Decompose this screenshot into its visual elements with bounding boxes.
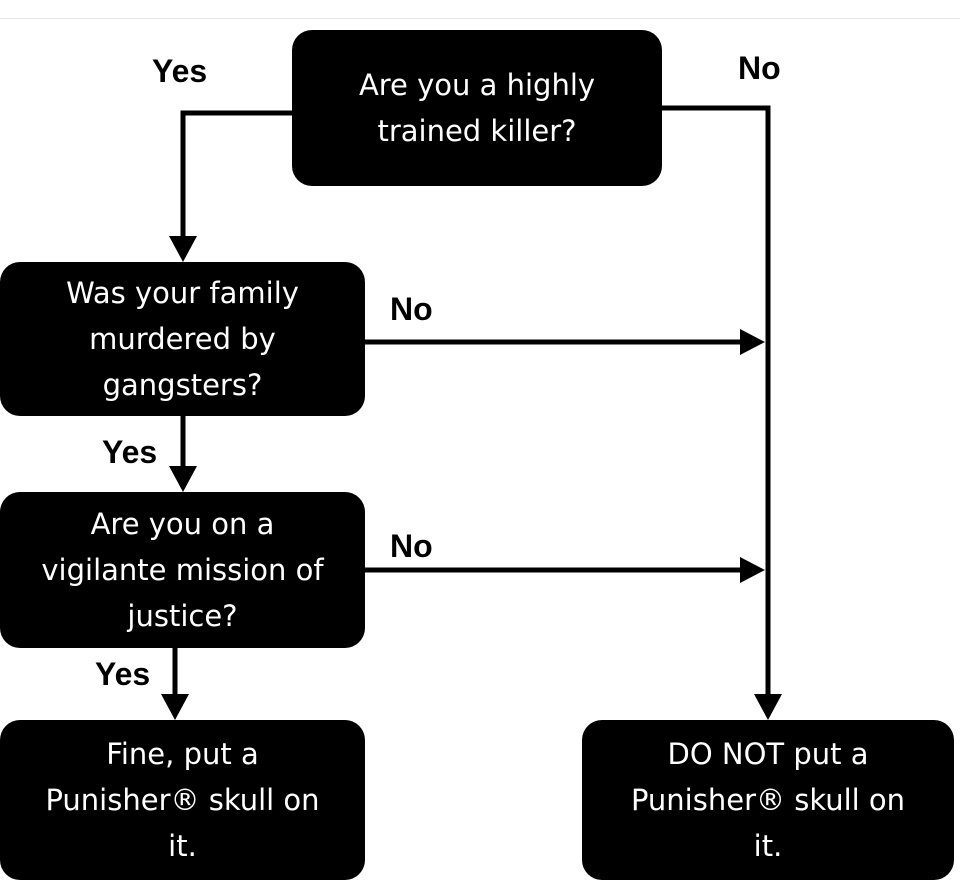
question-trained-killer-text: Are you a highly trained killer? — [358, 68, 596, 148]
result-put-skull-text: Fine, put a Punisher® skull on it. — [45, 737, 320, 863]
arrowhead-q2-yes — [169, 466, 197, 492]
question-family-murdered: Was your family murdered by gangsters? — [0, 262, 365, 416]
edge-q1-no — [662, 105, 771, 696]
label-q2-yes: Yes — [102, 434, 158, 470]
label-q1-no: No — [738, 50, 781, 86]
label-q1-yes: Yes — [152, 53, 208, 89]
result-do-not-put-skull-text: DO NOT put a Punisher® skull on it. — [630, 737, 906, 863]
question-vigilante-mission: Are you on a vigilante mission of justic… — [0, 492, 365, 648]
arrowhead-q1-no — [754, 694, 782, 720]
result-do-not-put-skull: DO NOT put a Punisher® skull on it. — [582, 720, 954, 880]
question-vigilante-mission-text: Are you on a vigilante mission of justic… — [41, 507, 324, 633]
question-trained-killer: Are you a highly trained killer? — [292, 30, 662, 186]
arrowhead-q3-no — [740, 557, 765, 583]
result-put-skull: Fine, put a Punisher® skull on it. — [0, 720, 365, 880]
arrowhead-q3-yes — [161, 694, 189, 720]
edge-q1-yes — [180, 110, 292, 238]
label-q3-yes: Yes — [95, 656, 151, 692]
label-q2-no: No — [390, 291, 433, 327]
top-divider — [0, 0, 960, 19]
arrowhead-q1-yes — [169, 236, 197, 262]
arrowhead-q2-no — [740, 329, 765, 355]
label-q3-no: No — [390, 528, 433, 564]
question-family-murdered-text: Was your family murdered by gangsters? — [66, 276, 299, 402]
